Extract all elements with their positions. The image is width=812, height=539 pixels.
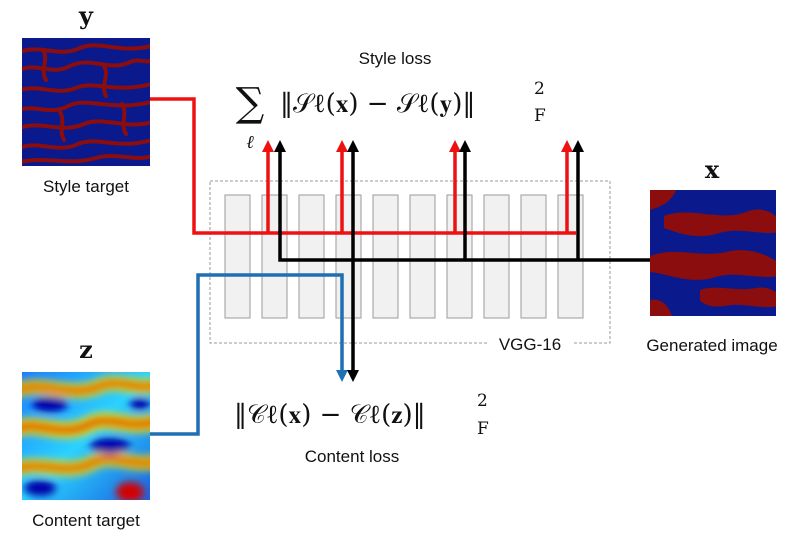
content-path-line (150, 273, 344, 436)
vgg16-layer (298, 194, 325, 319)
style-loss-formula: ∑ ℓ ‖𝒮ℓ(𝐱) − 𝒮ℓ(𝐲)‖ 2 F (236, 79, 546, 153)
generated-image-var: x (705, 155, 720, 184)
style-arrowhead-2 (336, 140, 348, 152)
generated-arrowhead-2 (347, 140, 359, 152)
generated-path-line (278, 150, 650, 262)
content-loss-title: Content loss (305, 447, 400, 466)
style-loss-sub: F (534, 106, 546, 126)
generated-path (278, 150, 650, 372)
vgg16-layer (483, 194, 510, 319)
generated-arrowhead-3 (459, 140, 471, 152)
content-target-image (22, 372, 150, 500)
content-arrowhead (336, 370, 348, 382)
style-target-var: y (78, 1, 94, 30)
content-loss-sub: F (477, 419, 489, 439)
vgg16-network: VGG-16 (209, 180, 611, 354)
style-loss-title: Style loss (359, 49, 432, 68)
vgg16-layer (446, 194, 473, 319)
arrowheads (262, 140, 584, 382)
content-target-caption: Content target (32, 511, 140, 530)
style-target-image (22, 38, 150, 166)
generated-image (650, 190, 776, 316)
content-loss-sup: 2 (477, 391, 488, 411)
vgg16-frame (209, 180, 611, 344)
vgg16-layer (372, 194, 399, 319)
style-target-caption: Style target (43, 177, 129, 196)
vgg16-label-bg (487, 332, 573, 354)
style-arrowhead-3 (449, 140, 461, 152)
vgg16-layer (261, 194, 288, 319)
content-loss-body: ‖𝒞ℓ(𝐱) − 𝒞ℓ(𝐳)‖ (234, 400, 426, 430)
vgg16-label: VGG-16 (499, 335, 561, 354)
style-path (150, 97, 576, 235)
content-loss-formula: ‖𝒞ℓ(𝐱) − 𝒞ℓ(𝐳)‖ 2 F (234, 391, 489, 439)
style-loss-body: ‖𝒮ℓ(𝐱) − 𝒮ℓ(𝐲)‖ (280, 89, 475, 119)
style-loss-sum-index: ℓ (246, 132, 254, 153)
vgg16-layer (224, 194, 251, 319)
style-arrowhead-4 (561, 140, 573, 152)
style-loss-sup: 2 (534, 79, 545, 99)
style-path-line (150, 97, 576, 235)
content-path (150, 273, 344, 436)
vgg16-layers (224, 194, 584, 319)
vgg16-layer (335, 194, 362, 319)
generated-down-arrowhead (347, 370, 359, 382)
generated-arrowhead-4 (572, 140, 584, 152)
style-arrowhead-1 (262, 140, 274, 152)
generated-image-caption: Generated image (646, 336, 777, 355)
style-loss-sum-symbol: ∑ (236, 80, 265, 126)
vgg16-layer (409, 194, 436, 319)
vgg16-layer (520, 194, 547, 319)
generated-arrowhead-1 (274, 140, 286, 152)
content-target-var: z (79, 335, 93, 364)
